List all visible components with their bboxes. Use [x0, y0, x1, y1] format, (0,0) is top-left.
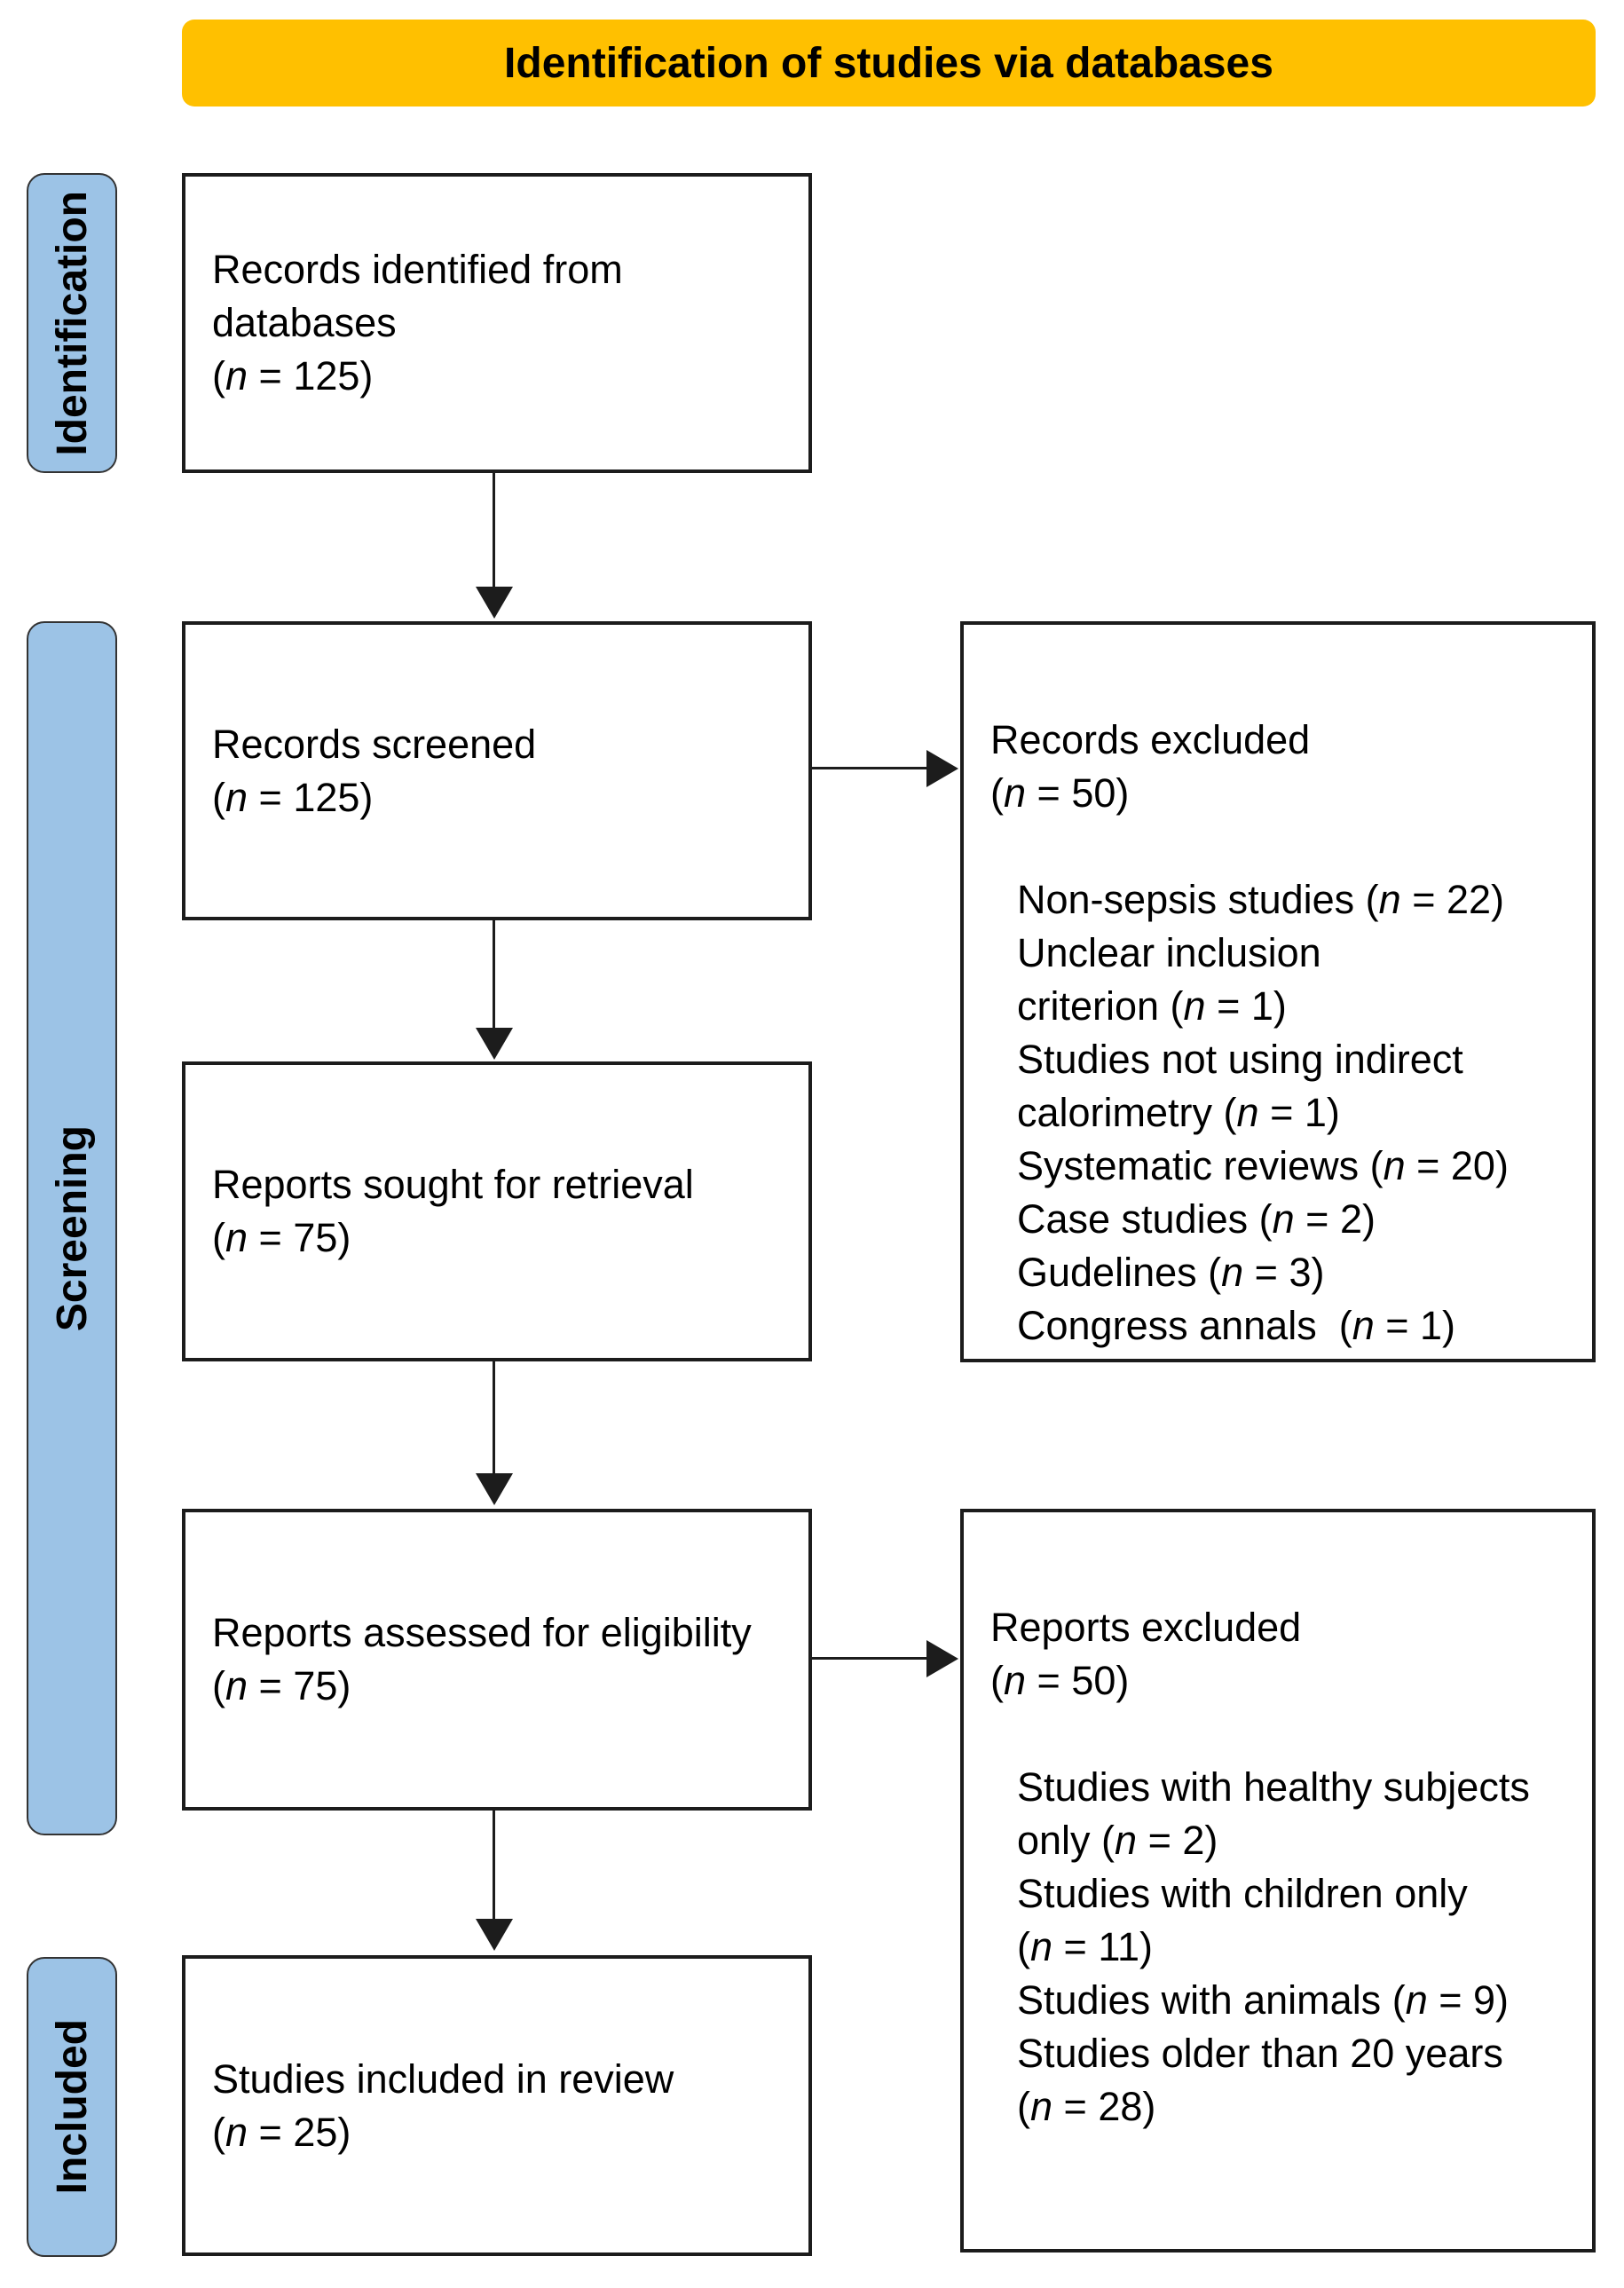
records-excluded-header-count: (n = 50) — [990, 770, 1130, 816]
box-reports-sought: Reports sought for retrieval (n = 75) — [182, 1061, 812, 1361]
reports-excluded-reason-line: Studies with animals (n = 9) — [1017, 1977, 1510, 2023]
records-excluded-header-1: Records excluded — [990, 717, 1311, 762]
records-excluded-reason-line: Studies not using indirect — [1017, 1037, 1463, 1082]
stage-bar-included: Included — [27, 1957, 117, 2257]
arrowhead-right-icon — [926, 1640, 958, 1677]
box-studies-included-line-1: Studies included in review — [212, 2055, 674, 2102]
box-records-identified-count: (n = 125) — [212, 353, 374, 398]
banner-identification-of-studies: Identification of studies via databases — [182, 20, 1596, 107]
connector-screened-to-sought — [493, 920, 495, 1030]
records-excluded-reason-line: Gudelines (n = 3) — [1017, 1250, 1325, 1295]
box-reports-assessed-count: (n = 75) — [212, 1663, 351, 1708]
box-reports-sought-count: (n = 75) — [212, 1215, 351, 1260]
arrowhead-down-icon — [476, 1919, 513, 1951]
box-records-screened-count: (n = 125) — [212, 774, 374, 820]
stage-label-identification: Identification — [48, 190, 96, 456]
reports-excluded-reason-line: only (n = 2) — [1017, 1818, 1218, 1863]
stage-label-included: Included — [48, 2019, 96, 2195]
stage-bar-screening: Screening — [27, 621, 117, 1835]
records-excluded-reason-line: Congress annals (n = 1) — [1017, 1303, 1456, 1348]
box-records-screened: Records screened (n = 125) — [182, 621, 812, 920]
arrowhead-right-icon — [926, 750, 958, 787]
connector-identified-to-screened — [493, 473, 495, 588]
connector-screened-to-records-excluded — [810, 767, 928, 769]
box-studies-included-count: (n = 25) — [212, 2109, 351, 2155]
reports-excluded-reasons: Studies with healthy subjects only (n = … — [990, 1761, 1592, 2134]
box-reports-excluded: Reports excluded (n = 50) Studies with h… — [960, 1509, 1596, 2252]
reports-excluded-reason-line: Studies with children only — [1017, 1871, 1468, 1916]
connector-sought-to-assessed — [493, 1361, 495, 1475]
box-reports-sought-line-1: Reports sought for retrieval — [212, 1162, 694, 1207]
arrowhead-down-icon — [476, 1473, 513, 1505]
connector-assessed-to-reports-excluded — [810, 1657, 928, 1660]
arrowhead-down-icon — [476, 587, 513, 619]
reports-excluded-reason-line: Studies with healthy subjects — [1017, 1764, 1530, 1810]
reports-excluded-reason-line: (n = 28) — [1017, 2084, 1156, 2129]
box-records-identified-line-1: Records identified from — [212, 247, 623, 292]
reports-excluded-header-count: (n = 50) — [990, 1658, 1130, 1703]
box-records-screened-line-1: Records screened — [212, 721, 537, 767]
reports-excluded-reason-line: (n = 11) — [1017, 1924, 1154, 1969]
reports-excluded-header-1: Reports excluded — [990, 1605, 1302, 1650]
arrowhead-down-icon — [476, 1028, 513, 1060]
box-studies-included: Studies included in review (n = 25) — [182, 1955, 812, 2256]
reports-excluded-reason-line: Studies older than 20 years — [1017, 2031, 1503, 2076]
records-excluded-reason-line: Unclear inclusion — [1017, 930, 1321, 975]
box-reports-assessed-line-1: Reports assessed for eligibility — [212, 1610, 752, 1655]
records-excluded-reason-line: Systematic reviews (n = 20) — [1017, 1143, 1509, 1188]
records-excluded-reason-line: Non-sepsis studies (n = 22) — [1017, 877, 1505, 922]
stage-label-screening: Screening — [48, 1124, 96, 1332]
connector-assessed-to-included — [493, 1811, 495, 1921]
records-excluded-reason-line: Case studies (n = 2) — [1017, 1196, 1376, 1242]
records-excluded-reason-line: criterion (n = 1) — [1017, 983, 1287, 1029]
records-excluded-reasons: Non-sepsis studies (n = 22) Unclear incl… — [990, 873, 1592, 1353]
box-reports-assessed: Reports assessed for eligibility (n = 75… — [182, 1509, 812, 1811]
banner-label: Identification of studies via databases — [504, 39, 1273, 87]
box-records-excluded: Records excluded (n = 50) Non-sepsis stu… — [960, 621, 1596, 1362]
box-records-identified-line-2: databases — [212, 300, 397, 345]
stage-bar-identification: Identification — [27, 173, 117, 473]
records-excluded-reason-line: calorimetry (n = 1) — [1017, 1090, 1340, 1135]
box-records-identified: Records identified from databases (n = 1… — [182, 173, 812, 473]
